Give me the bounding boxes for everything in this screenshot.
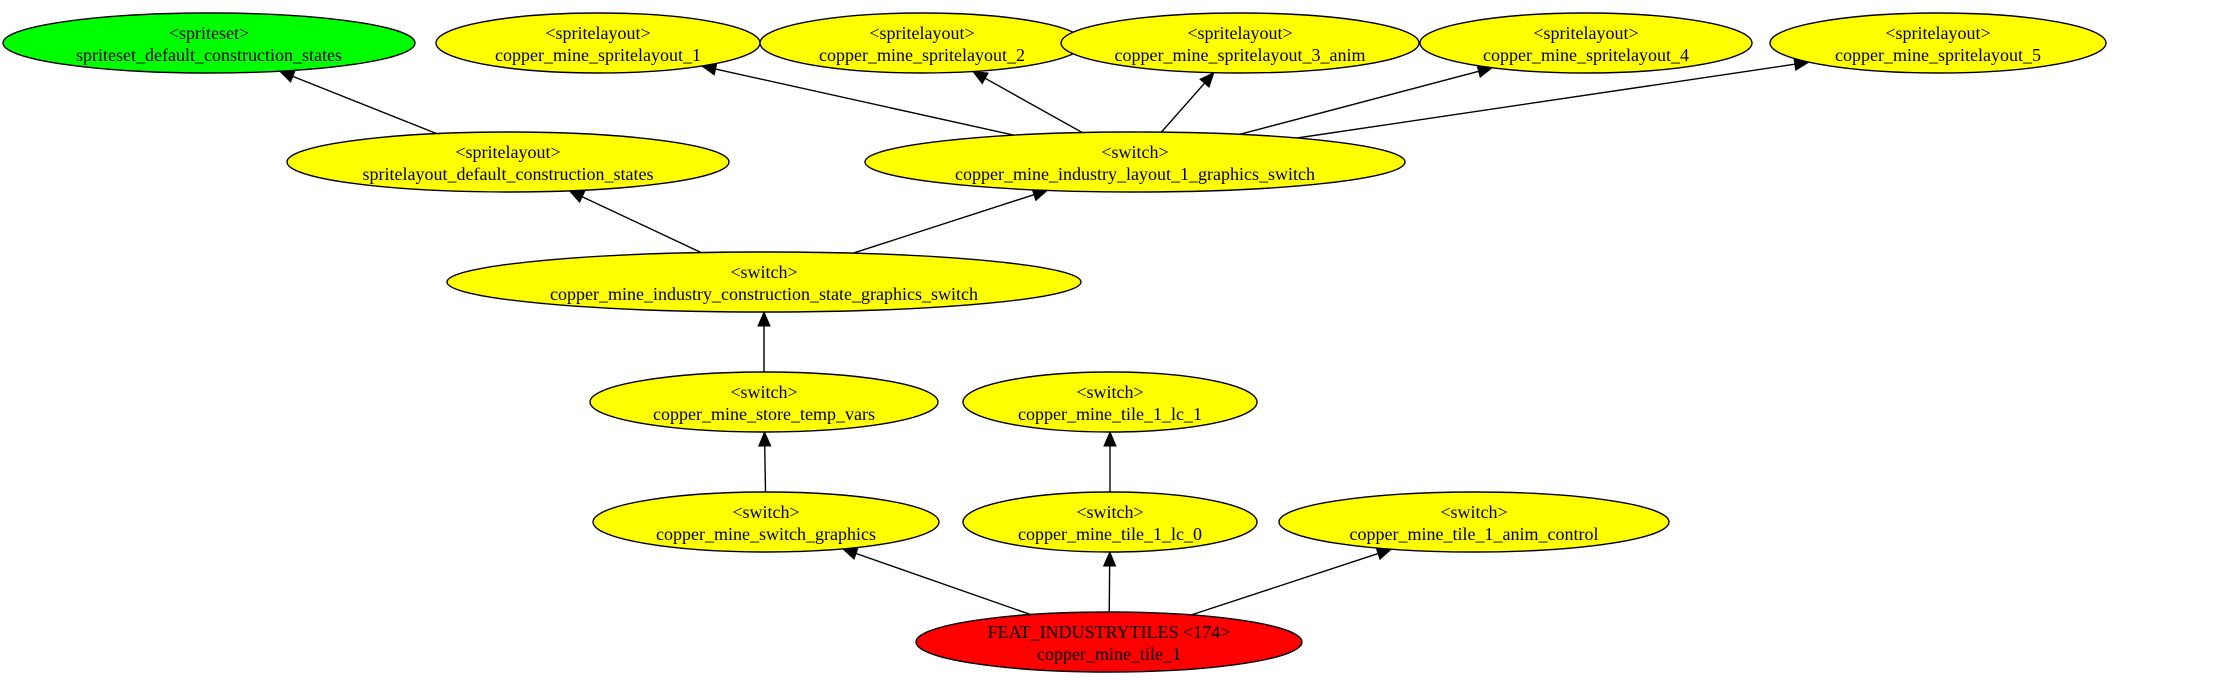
- node-type-label: <switch>: [1440, 502, 1507, 522]
- graph-node-sl3: <spritelayout>copper_mine_spritelayout_3…: [1060, 12, 1420, 74]
- node-name-label: copper_mine_spritelayout_5: [1835, 45, 2041, 65]
- node-type-label: <switch>: [1076, 502, 1143, 522]
- edge-line: [1191, 552, 1379, 616]
- node-type-label: <spritelayout>: [1533, 23, 1638, 43]
- node-type-label: <switch>: [732, 502, 799, 522]
- arrowhead-icon: [757, 310, 771, 327]
- edge-line: [1239, 70, 1479, 136]
- edge-line: [715, 68, 1015, 136]
- graph-node-construction_switch: <switch>copper_mine_industry_constructio…: [446, 251, 1082, 313]
- graph-node-sl_default: <spritelayout>spritelayout_default_const…: [286, 131, 730, 193]
- edge-line: [984, 77, 1083, 134]
- graph-edge-sl_default-to-spriteset_default: [278, 70, 437, 135]
- graph-edge-layout_switch-to-sl3: [1160, 71, 1215, 133]
- graph-edge-lc0-to-lc1: [1103, 430, 1117, 492]
- edge-line: [1160, 82, 1206, 133]
- node-type-label: <spritelayout>: [1885, 23, 1990, 43]
- graph-edge-store_temp-to-construction_switch: [757, 310, 771, 372]
- node-ellipse: [286, 131, 730, 193]
- node-ellipse: [592, 491, 940, 553]
- node-type-label: <switch>: [730, 382, 797, 402]
- graph-node-lc0: <switch>copper_mine_tile_1_lc_0: [962, 491, 1258, 553]
- node-type-label: <spriteset>: [169, 23, 249, 43]
- node-name-label: spriteset_default_construction_states: [76, 45, 342, 65]
- node-name-label: copper_mine_industry_construction_state_…: [550, 284, 978, 304]
- arrowhead-icon: [757, 430, 772, 447]
- node-type-label: <spritelayout>: [545, 23, 650, 43]
- node-name-label: copper_mine_tile_1_lc_1: [1018, 404, 1202, 424]
- nodes-layer: <spriteset>spriteset_default_constructio…: [2, 12, 2107, 673]
- graph-edge-switch_graphics-to-store_temp: [757, 430, 772, 493]
- graph-node-sl5: <spritelayout>copper_mine_spritelayout_5: [1769, 12, 2107, 74]
- graph-node-sl1: <spritelayout>copper_mine_spritelayout_1: [435, 12, 761, 74]
- edge-line: [292, 75, 437, 135]
- edge-line: [764, 445, 767, 493]
- node-name-label: copper_mine_tile_1_lc_0: [1018, 524, 1202, 544]
- graph-edge-layout_switch-to-sl4: [1239, 64, 1494, 136]
- node-name-label: copper_mine_store_temp_vars: [653, 404, 875, 424]
- edge-line: [1296, 63, 1795, 139]
- node-name-label: copper_mine_spritelayout_4: [1483, 45, 1689, 65]
- node-ellipse: [446, 251, 1082, 313]
- node-ellipse: [2, 12, 416, 74]
- arrowhead-icon: [841, 547, 859, 561]
- graph-node-store_temp: <switch>copper_mine_store_temp_vars: [589, 371, 939, 433]
- edge-line: [855, 552, 1031, 616]
- node-type-label: FEAT_INDUSTRYTILES <174>: [988, 622, 1231, 642]
- edge-line: [581, 196, 702, 254]
- graph-edge-construction_switch-to-layout_switch: [852, 188, 1049, 254]
- node-ellipse: [915, 611, 1303, 673]
- node-type-label: <spritelayout>: [1187, 23, 1292, 43]
- edge-line: [852, 194, 1035, 254]
- graph-edge-tile-to-lc0: [1102, 550, 1117, 613]
- node-type-label: <switch>: [730, 262, 797, 282]
- node-ellipse: [1278, 491, 1670, 553]
- node-name-label: copper_mine_spritelayout_3_anim: [1115, 45, 1366, 65]
- node-type-label: <spritelayout>: [869, 23, 974, 43]
- node-name-label: copper_mine_switch_graphics: [656, 524, 876, 544]
- node-name-label: copper_mine_spritelayout_2: [819, 45, 1025, 65]
- node-ellipse: [864, 131, 1406, 193]
- node-type-label: <spritelayout>: [455, 142, 560, 162]
- arrowhead-icon: [278, 70, 296, 83]
- graph-edge-tile-to-switch_graphics: [841, 547, 1031, 616]
- graph-node-tile: FEAT_INDUSTRYTILES <174>copper_mine_tile…: [915, 611, 1303, 673]
- graph-node-spriteset_default: <spriteset>spriteset_default_constructio…: [2, 12, 416, 74]
- node-ellipse: [962, 491, 1258, 553]
- node-name-label: copper_mine_industry_layout_1_graphics_s…: [955, 164, 1315, 184]
- graph-edge-tile-to-anim_control: [1191, 547, 1393, 616]
- graph-edge-construction_switch-to-sl_default: [568, 190, 702, 254]
- arrowhead-icon: [1102, 550, 1117, 567]
- graph-edge-layout_switch-to-sl2: [971, 70, 1083, 134]
- graph-node-switch_graphics: <switch>copper_mine_switch_graphics: [592, 491, 940, 553]
- graph-node-layout_switch: <switch>copper_mine_industry_layout_1_gr…: [864, 131, 1406, 193]
- graph-edge-layout_switch-to-sl1: [700, 62, 1015, 136]
- node-name-label: copper_mine_spritelayout_1: [495, 45, 701, 65]
- arrowhead-icon: [568, 190, 586, 204]
- node-ellipse: [962, 371, 1258, 433]
- graph-node-anim_control: <switch>copper_mine_tile_1_anim_control: [1278, 491, 1670, 553]
- arrowhead-icon: [971, 70, 989, 85]
- edges-layer: [278, 57, 1810, 616]
- node-name-label: copper_mine_tile_1_anim_control: [1350, 524, 1599, 544]
- arrowhead-icon: [1103, 430, 1117, 447]
- node-ellipse: [1769, 12, 2107, 74]
- node-name-label: copper_mine_tile_1: [1037, 644, 1181, 664]
- node-name-label: spritelayout_default_construction_states: [363, 164, 654, 184]
- graph-node-lc1: <switch>copper_mine_tile_1_lc_1: [962, 371, 1258, 433]
- graph-node-sl2: <spritelayout>copper_mine_spritelayout_2: [759, 12, 1085, 74]
- node-type-label: <switch>: [1101, 142, 1168, 162]
- graph-node-sl4: <spritelayout>copper_mine_spritelayout_4: [1419, 12, 1753, 74]
- node-ellipse: [1419, 12, 1753, 74]
- node-ellipse: [589, 371, 939, 433]
- arrowhead-icon: [1199, 71, 1215, 89]
- node-type-label: <switch>: [1076, 382, 1143, 402]
- node-ellipse: [1060, 12, 1420, 74]
